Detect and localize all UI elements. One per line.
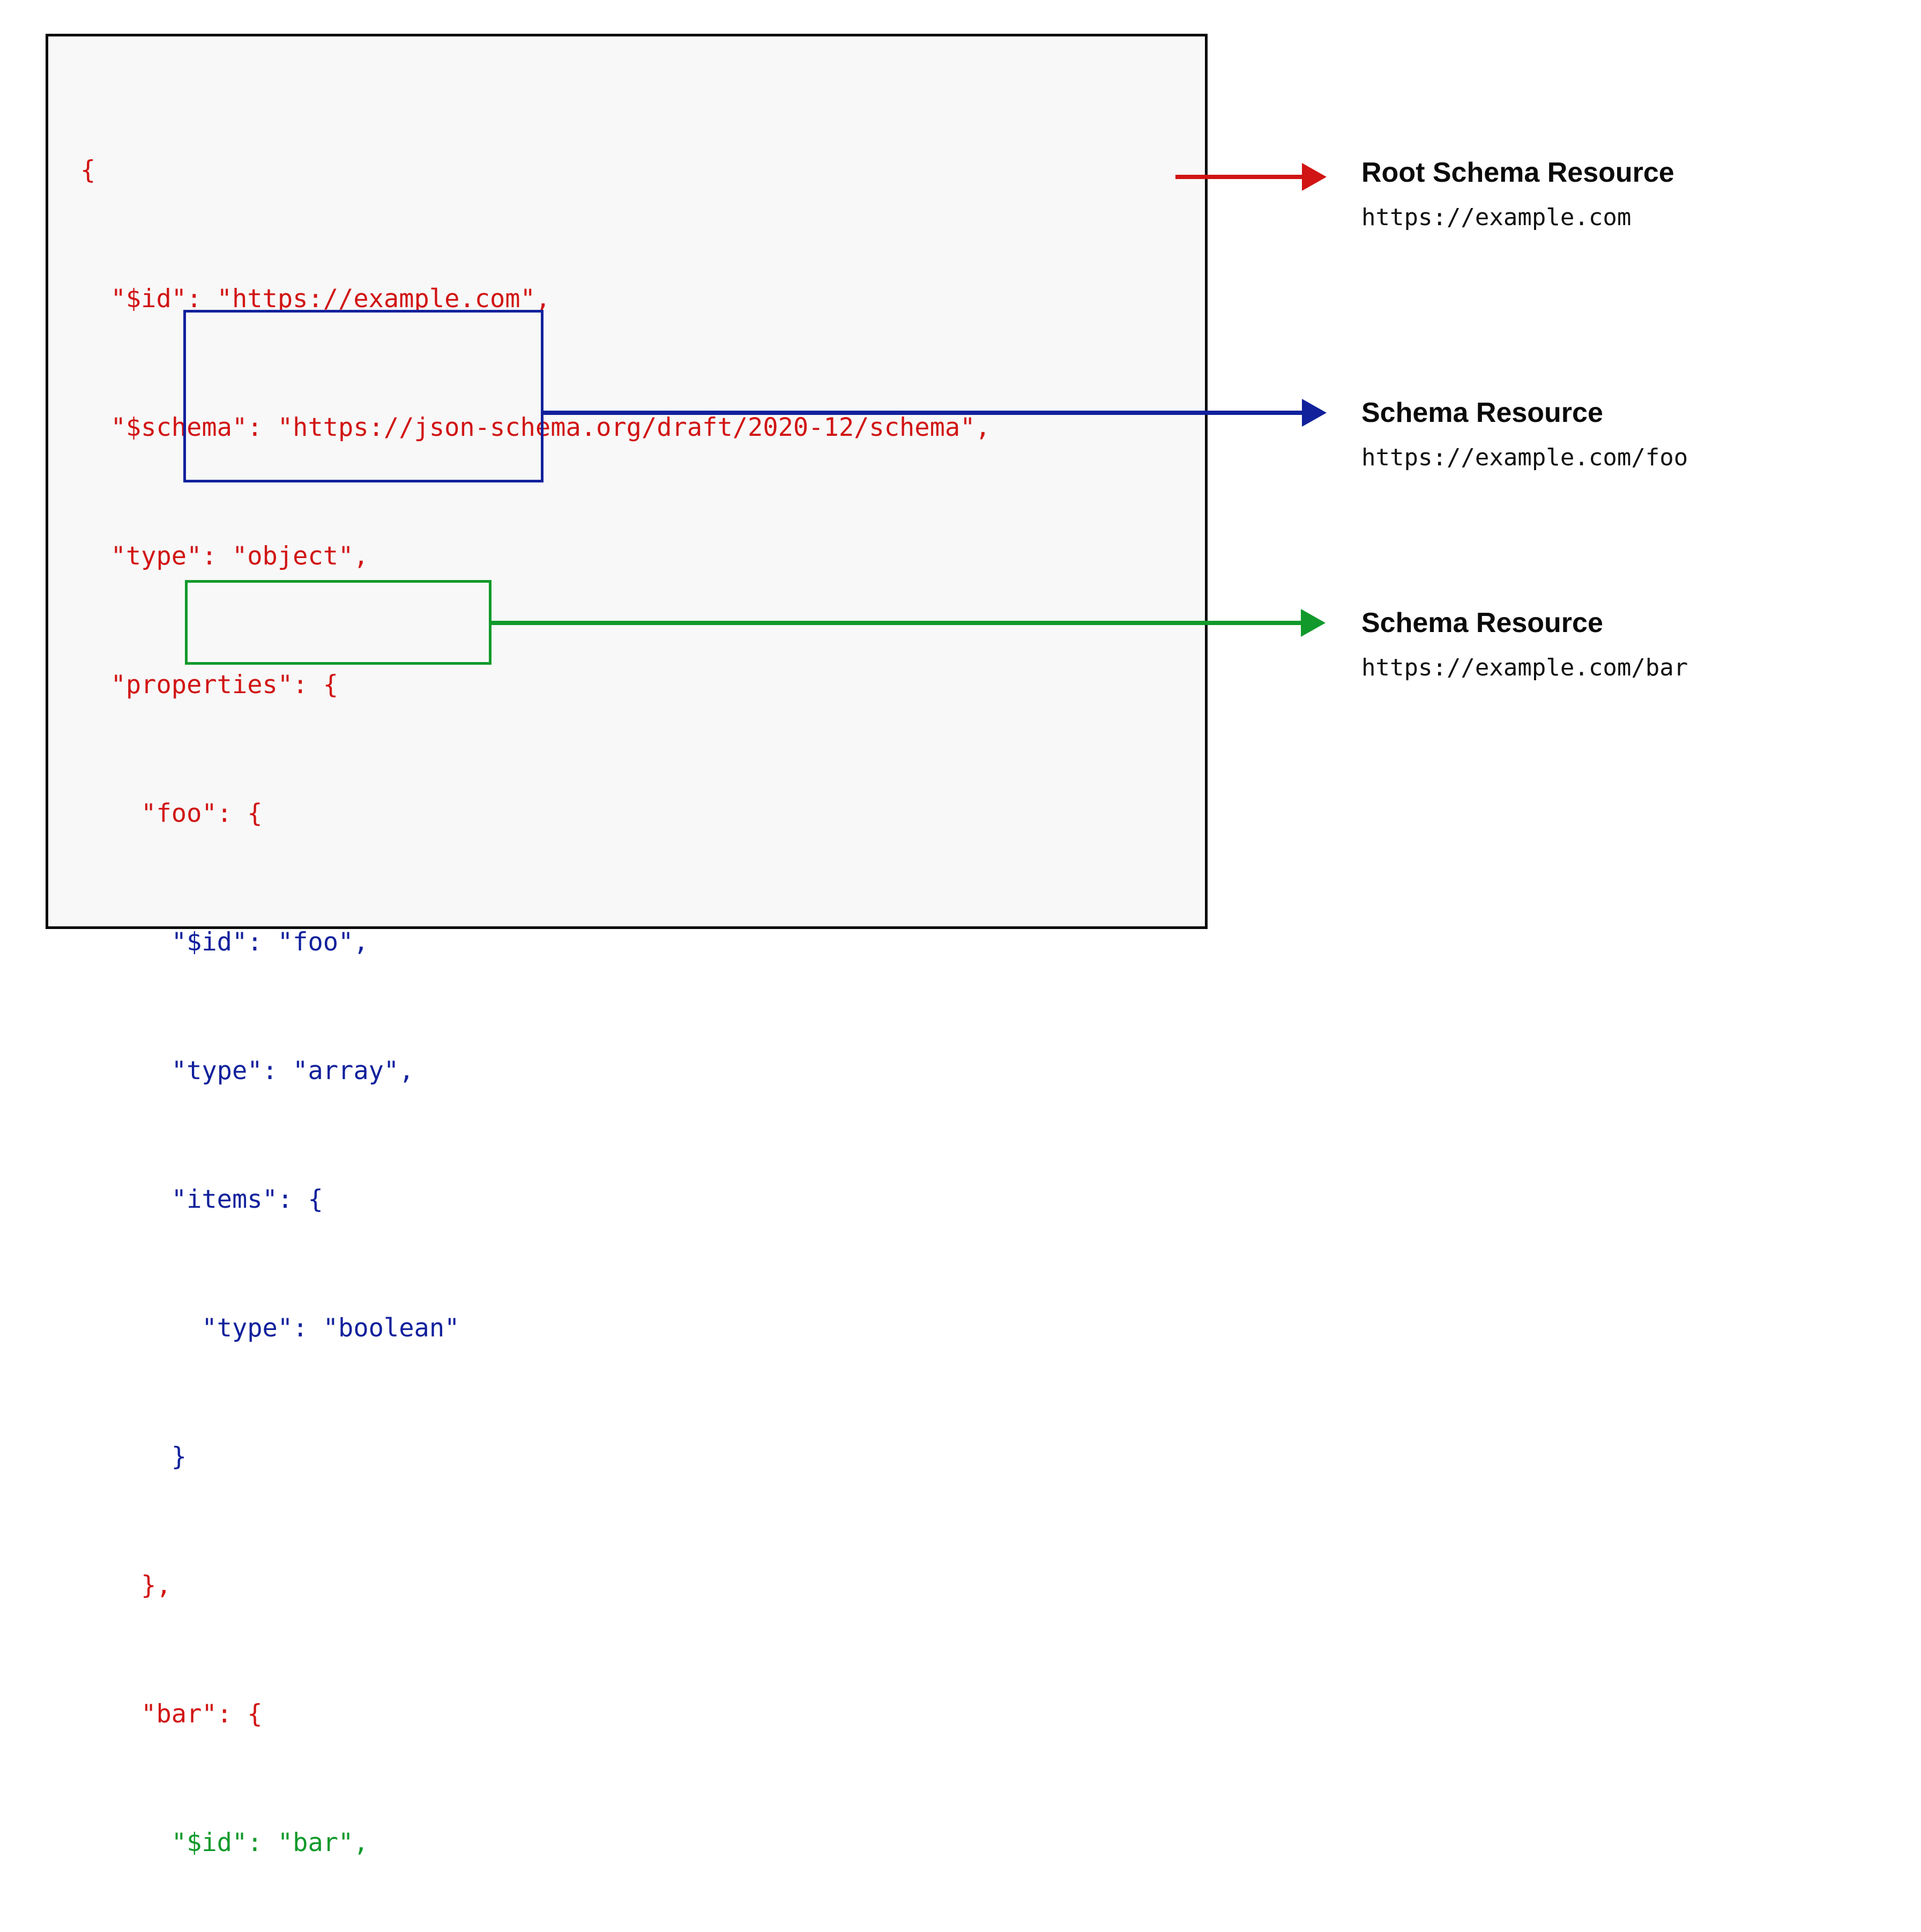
code-line: "type": "object", [80,541,369,571]
arrow-head-icon [1302,399,1327,427]
code-line: "$id": "https://example.com", [80,284,551,314]
annotation-title: Schema Resource [1361,397,1603,428]
annotation-title: Root Schema Resource [1361,157,1674,188]
annotation-url: https://example.com [1361,204,1632,231]
annotation-root-schema: Root Schema Resource https://example.com [1361,157,1674,232]
code-line: }, [80,1571,172,1600]
annotation-url: https://example.com/bar [1361,654,1688,681]
code-line: "$id": "foo", [80,927,369,957]
annotation-foo-schema: Schema Resource https://example.com/foo [1361,397,1688,472]
annotation-title: Schema Resource [1361,607,1603,638]
highlight-box-bar-schema [185,580,492,665]
code-line: "foo": { [80,799,263,828]
diagram-canvas: { "$id": "https://example.com", "$schema… [46,34,1688,1857]
arrow-shaft [489,621,1301,625]
annotation-bar-schema: Schema Resource https://example.com/bar [1361,607,1688,682]
arrow-shaft [1175,175,1302,179]
code-line: "bar": { [80,1699,263,1729]
arrow-head-icon [1301,609,1326,637]
code-line: { [80,155,96,185]
code-line: "type": "array", [80,1056,414,1086]
code-line: "properties": { [80,670,339,700]
annotation-url: https://example.com/foo [1361,444,1688,471]
code-line: } [80,1442,187,1472]
code-line: "$id": "bar", [80,1828,369,1857]
code-line: "type": "boolean" [80,1313,460,1343]
arrow-shaft [541,411,1302,415]
highlight-box-foo-schema [183,310,543,482]
arrow-head-icon [1302,163,1327,191]
code-line: "items": { [80,1185,323,1214]
code-line: "$schema": "https://json-schema.org/draf… [80,413,991,442]
